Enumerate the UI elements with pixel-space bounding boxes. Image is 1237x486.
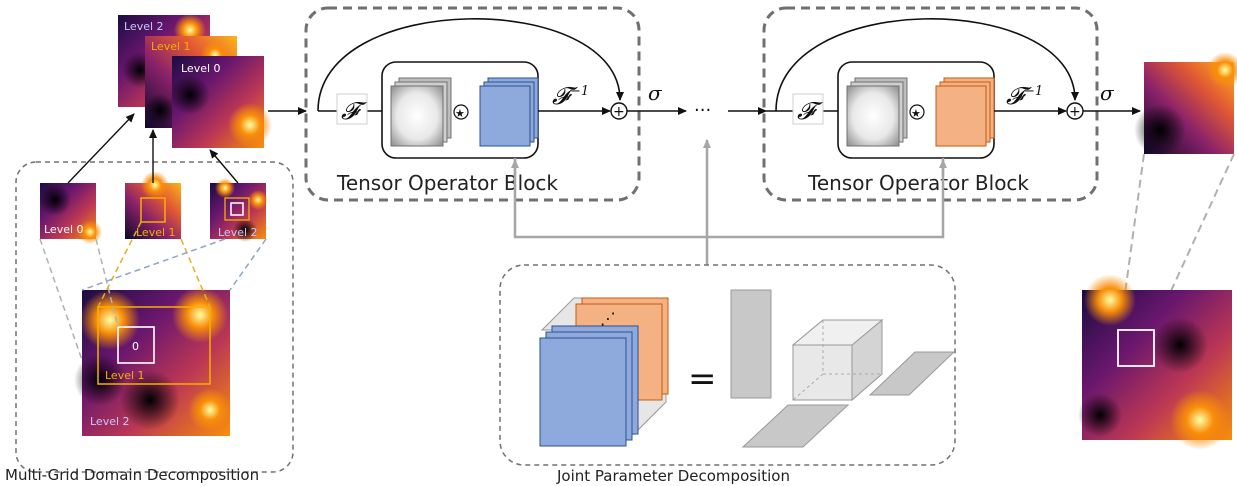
block2-sum-sign: +: [1069, 104, 1081, 120]
block1-activation: σ: [648, 81, 663, 105]
joint-dots: ⋰: [600, 309, 616, 328]
small-level2: Level 2: [210, 178, 268, 242]
stack-level2-label: Level 2: [124, 20, 164, 33]
pipeline-ellipsis: ···: [694, 100, 711, 121]
factor-matrix-right: [868, 351, 956, 396]
block2-activation: σ: [1100, 81, 1115, 105]
tensor-operator-block-1: 𝓕 ★ 𝓕 −1 + Tensor Operator Block: [304, 6, 641, 202]
block1-sum-sign: +: [613, 104, 625, 120]
factor-core-cube: [791, 318, 884, 402]
block1-weight-tensor: [479, 77, 539, 147]
big-level1-label: Level 1: [105, 369, 145, 382]
output-map: [1134, 52, 1237, 156]
block2-weight-tensor: [935, 77, 995, 147]
block1-border: [304, 6, 641, 202]
factor-matrix-vertical: [730, 289, 772, 399]
zoom-line-l2b: [229, 238, 267, 291]
zoom-line-l0a: [39, 238, 83, 361]
small-level1-label: Level 1: [136, 226, 176, 239]
block1-conv-star: ★: [455, 107, 465, 120]
joint-container: [499, 264, 956, 466]
stack-level0-map: [170, 56, 272, 148]
arrow-level2-up: [209, 149, 239, 184]
block2-conv-op: [909, 104, 925, 120]
zoom-line-l0b: [95, 238, 119, 328]
arrow-level0-up: [67, 113, 135, 184]
block1-spectral-kernels: [390, 77, 452, 147]
small-level0: Level 0: [39, 183, 102, 244]
small-level2-label: Level 2: [218, 226, 258, 239]
small-level1: Level 1: [125, 171, 181, 239]
block1-skip-arc: [317, 18, 624, 112]
big-domain-map: 0 Level 1 Level 2: [74, 287, 232, 436]
big-level2-label: Level 2: [90, 415, 130, 428]
block2-inverse-exp: −1: [1024, 84, 1043, 99]
block2-label: Tensor Operator Block: [807, 171, 1029, 195]
joint-factors: [730, 289, 956, 448]
block1-conv-op: [453, 104, 469, 120]
stack-level1-label: Level 1: [151, 40, 191, 53]
block2-skip-arc: [775, 18, 1079, 112]
joint-caption: Joint Parameter Decomposition: [556, 467, 790, 485]
joint-weight-stack: ⋰: [539, 297, 669, 447]
zoom-line-l2a: [81, 238, 226, 291]
multigrid-container: [15, 161, 294, 473]
block2-conv-star: ★: [911, 107, 921, 120]
joint-feed-line: [513, 158, 945, 239]
level-stack: Level 2 Level 1 Level 0: [118, 14, 272, 148]
stack-level0-label: Level 0: [181, 62, 221, 75]
block1-inverse-exp: −1: [570, 84, 589, 99]
output-zoom-box: [1117, 329, 1155, 367]
output-full-map: [1078, 274, 1232, 450]
zoom-line-l1b: [180, 238, 211, 308]
block2-border: [762, 6, 1099, 202]
block2-spectral-kernels: [846, 77, 908, 147]
big-center-label: 0: [132, 340, 139, 353]
zoom-line-l1a: [97, 221, 142, 308]
factor-matrix-bottom: [741, 404, 850, 448]
joint-equals: =: [688, 359, 717, 399]
small-level0-label: Level 0: [44, 223, 84, 236]
multigrid-caption: Multi-Grid Domain Decomposition: [5, 466, 259, 484]
tensor-operator-block-2: 𝓕 ★ 𝓕 −1 + Tensor Operator Block: [762, 6, 1099, 202]
block1-label: Tensor Operator Block: [336, 171, 558, 195]
